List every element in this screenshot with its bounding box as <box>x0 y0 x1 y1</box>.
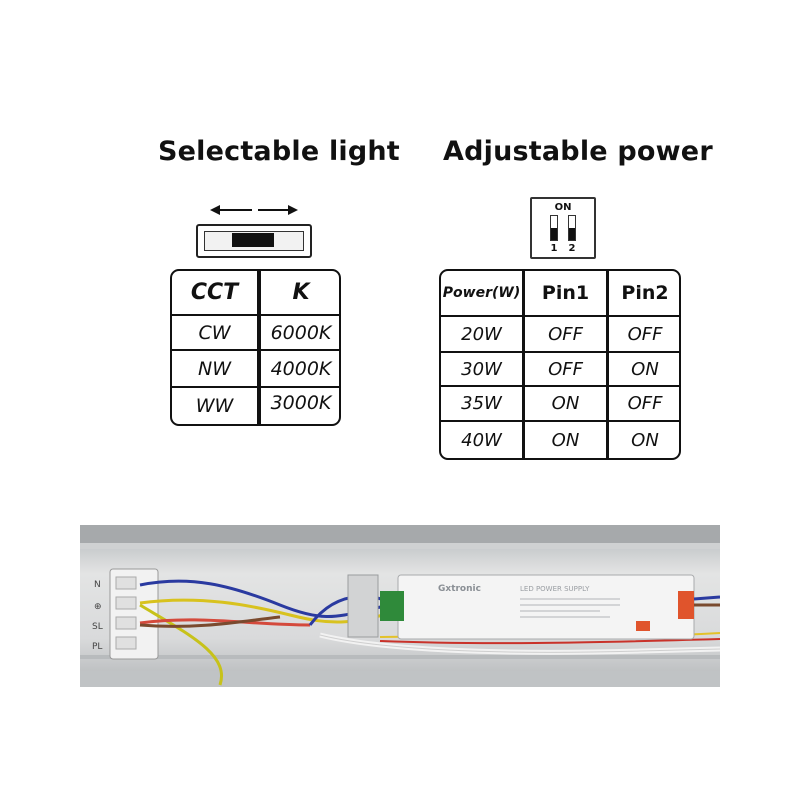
fixture-wiring-photo: N ⊕ SL PL Gxtronic LED POWER SUPPLY <box>80 525 720 687</box>
power-table-divider <box>606 271 609 458</box>
adjustable-power-title: Adjustable power <box>443 136 713 167</box>
terminal-block <box>109 568 159 660</box>
left-right-arrows-icon <box>210 205 298 215</box>
selectable-light-title: Selectable light <box>158 136 400 167</box>
terminal-label: PL <box>92 642 102 652</box>
dip-pin-number: 2 <box>568 243 576 254</box>
power-table-rule <box>441 315 679 317</box>
terminal-label: ⊕ <box>94 602 102 612</box>
pin2-cell: OFF <box>627 323 663 345</box>
power-table-rule <box>441 420 679 422</box>
pin2-cell: ON <box>631 358 659 380</box>
dip-switch: ON 1 2 <box>530 197 596 259</box>
pin1-header: Pin1 <box>541 282 590 304</box>
pin2-cell: OFF <box>627 393 663 414</box>
dip-switch-pin-2 <box>568 215 576 241</box>
k-cell: 3000K <box>270 392 332 414</box>
cct-cell: WW <box>195 395 234 417</box>
cct-table-divider <box>257 271 261 424</box>
k-header: K <box>292 280 310 305</box>
dip-switch-pin-1 <box>550 215 558 241</box>
pin1-cell: OFF <box>548 358 583 380</box>
dip-on-label: ON <box>554 202 572 213</box>
driver-brand: Gxtronic <box>438 584 481 594</box>
cct-header: CCT <box>190 280 239 305</box>
terminal-label: N <box>94 580 101 590</box>
k-cell: 4000K <box>270 357 332 380</box>
pin1-cell: OFF <box>548 323 583 345</box>
cct-table: CCT K CW 6000K NW 4000K WW 3000K <box>170 269 341 426</box>
cct-slide-switch <box>196 224 312 258</box>
power-header: Power(W) <box>442 285 521 301</box>
power-table: Power(W) Pin1 Pin2 20W OFF OFF 30W OFF O… <box>439 269 681 460</box>
pin1-cell: ON <box>551 393 580 414</box>
power-cell: 35W <box>461 393 502 414</box>
pin1-cell: ON <box>551 429 580 451</box>
pin2-cell: ON <box>631 429 659 451</box>
power-cell: 30W <box>461 358 502 380</box>
cct-cell: CW <box>198 321 231 344</box>
dip-pin-number: 1 <box>550 243 558 254</box>
cct-table-rule <box>172 314 339 316</box>
power-cell: 40W <box>461 429 502 451</box>
power-cell: 20W <box>461 323 502 345</box>
terminal-label: SL <box>92 622 103 632</box>
power-table-rule <box>441 351 679 353</box>
driver-title: LED POWER SUPPLY <box>520 585 590 593</box>
power-table-rule <box>441 385 679 387</box>
k-cell: 6000K <box>270 321 332 344</box>
power-table-divider <box>522 271 525 458</box>
slide-switch-knob <box>232 233 274 247</box>
cct-table-rule <box>172 386 339 388</box>
pin2-header: Pin2 <box>621 282 669 304</box>
led-driver: Gxtronic LED POWER SUPPLY <box>380 574 695 640</box>
cct-cell: NW <box>198 357 231 380</box>
cct-table-rule <box>172 349 339 351</box>
